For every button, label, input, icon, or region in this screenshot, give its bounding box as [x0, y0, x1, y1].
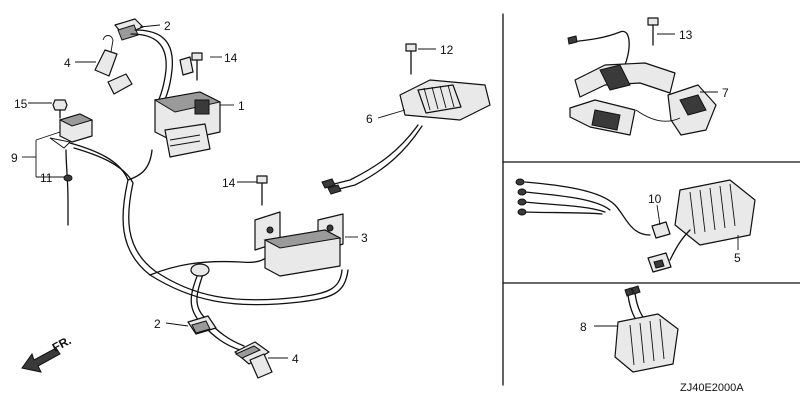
callout-14-mid: 14 — [222, 176, 236, 190]
clamp-2-top — [114, 18, 194, 111]
regulator-5 — [515, 178, 756, 261]
diagram-code: ZJ40E2000A — [680, 382, 744, 394]
bolt-13 — [647, 17, 659, 46]
callout-4-bottom: 4 — [292, 352, 299, 366]
main-wire-harness — [69, 142, 349, 351]
callout-4-top: 4 — [64, 56, 71, 70]
charge-coil-6 — [321, 79, 491, 195]
callout-14-top: 14 — [224, 51, 238, 65]
leader-lines — [22, 24, 739, 359]
callout-11: 11 — [40, 171, 53, 185]
callout-9: 9 — [11, 151, 18, 165]
callout-labels: 2 4 14 1 15 9 11 14 3 2 4 12 6 13 7 10 5… — [11, 19, 741, 366]
bolt-12 — [405, 43, 417, 75]
callout-10: 10 — [648, 192, 662, 206]
stator-7 — [567, 30, 717, 136]
regulator-8 — [614, 285, 679, 373]
panel-dividers — [502, 13, 800, 386]
coupler-10 — [647, 221, 672, 273]
callout-6: 6 — [366, 112, 373, 126]
plug-cap-4-bottom — [234, 341, 273, 379]
callout-3: 3 — [361, 231, 368, 245]
bolt-14-mid — [256, 175, 268, 206]
ignition-coil-3 — [254, 211, 344, 277]
callout-2-bottom: 2 — [154, 317, 161, 331]
callout-8: 8 — [580, 320, 587, 334]
bolt-15 — [52, 99, 68, 119]
callout-1: 1 — [238, 99, 245, 113]
callout-13: 13 — [679, 28, 693, 42]
callout-2-top: 2 — [164, 19, 171, 33]
switch-9 — [49, 113, 94, 226]
ignition-coil-1 — [153, 91, 222, 158]
callout-5: 5 — [734, 251, 741, 265]
callout-12: 12 — [440, 43, 454, 57]
plug-cap-4-top — [94, 35, 133, 95]
bolt-14-top — [191, 52, 203, 81]
front-direction-arrow-icon — [21, 347, 61, 373]
clamp-2-bottom — [187, 315, 217, 335]
callout-15: 15 — [14, 97, 28, 111]
callout-7: 7 — [722, 86, 729, 100]
